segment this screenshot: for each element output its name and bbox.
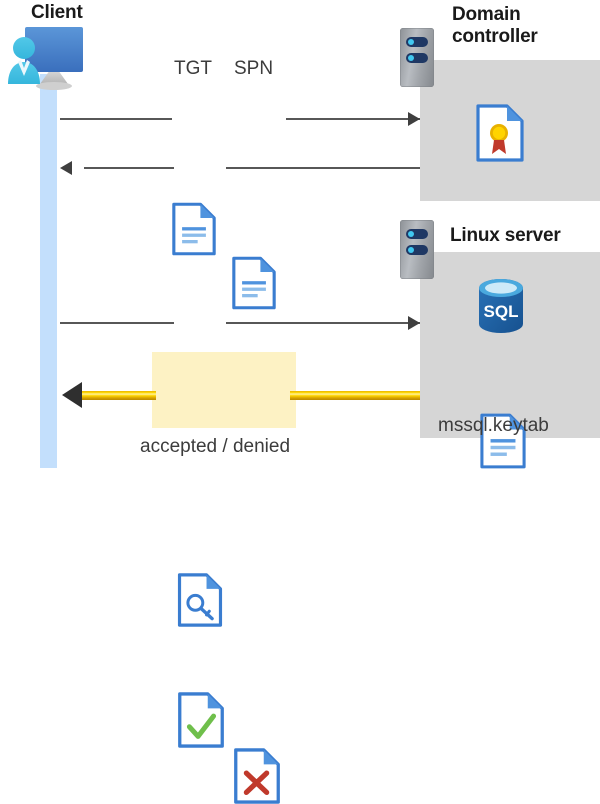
domain-controller-title-line2: controller [452,26,538,47]
svg-text:SQL: SQL [484,302,519,321]
domain-controller-server-rack-icon [400,28,434,87]
client-computer-icon [6,26,104,92]
request-key-document-icon [176,573,600,627]
message-3-line-right [226,322,420,324]
result-caption: accepted / denied [140,436,291,457]
spn-document-icon [232,256,600,310]
tgt-label: TGT [174,58,212,79]
result-arrow-line-right [290,391,420,400]
client-lifeline [40,74,57,468]
result-arrow-line-left [78,391,156,400]
message-2-line-right [226,167,420,169]
message-2-line-left [84,167,174,169]
domain-controller-title-line1: Domain [452,4,521,25]
result-arrowhead [62,382,82,408]
linux-server-title: Linux server [450,225,561,246]
sql-database-icon: SQL [476,278,526,339]
client-title: Client [31,2,83,23]
result-highlight-box [152,352,296,428]
domain-controller-title: Domain controller [452,4,592,48]
accepted-document-icon [177,692,600,748]
certificate-document-icon [476,104,600,162]
message-2-arrowhead [60,161,72,175]
message-1-line-left [60,118,172,120]
message-3-arrowhead [408,316,420,330]
keytab-filename-label: mssql.keytab [438,415,549,436]
keytab-document-icon [480,413,600,469]
denied-document-icon [233,748,600,804]
spn-label: SPN [234,58,274,79]
message-1-arrowhead [408,112,420,126]
message-3-line-left [60,322,174,324]
message-1-line-right [286,118,420,120]
linux-server-server-rack-icon [400,220,434,279]
tgt-document-icon [172,202,600,256]
